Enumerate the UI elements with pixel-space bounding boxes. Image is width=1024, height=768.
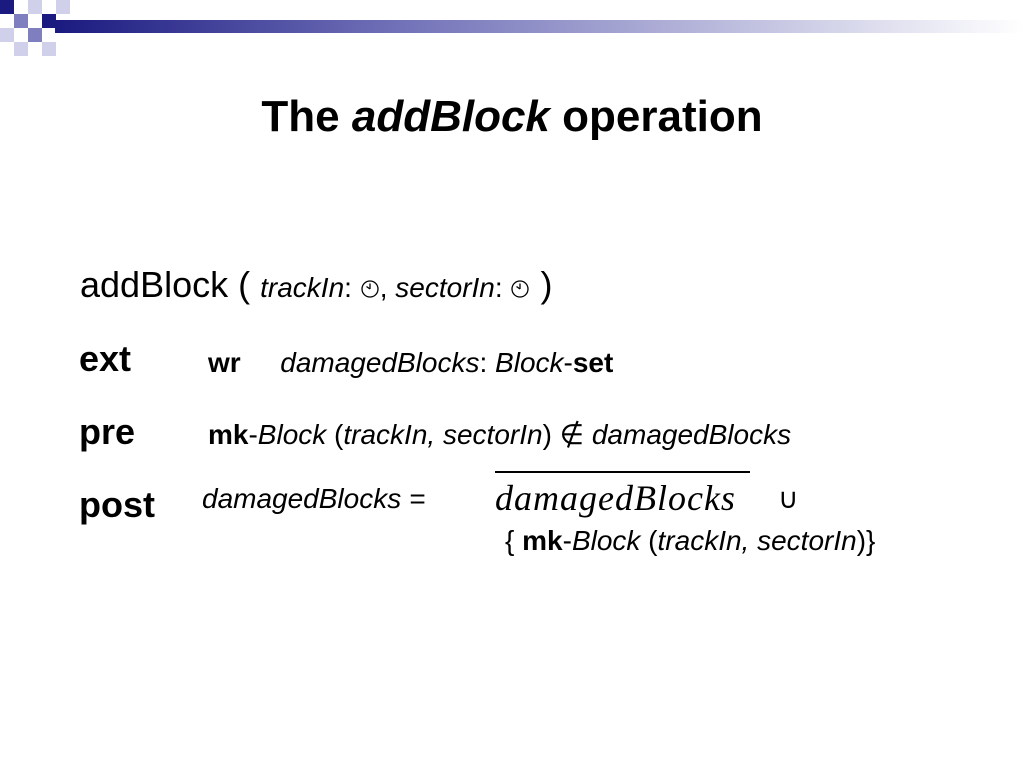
ext-dash: - — [563, 347, 573, 378]
pre-dash: - — [248, 419, 258, 450]
ext-type-suffix: set — [572, 347, 614, 378]
post-mk: mk — [522, 525, 563, 556]
union-symbol: ∪ — [778, 483, 799, 514]
post-lhs-text: damagedBlocks = — [202, 483, 426, 514]
ext-mode: wr — [208, 347, 241, 378]
post-keyword: post — [79, 484, 155, 525]
signature-separator: , — [379, 272, 396, 303]
not-member-symbol: ∉ — [551, 419, 592, 450]
post-open-paren: ( — [640, 525, 658, 556]
post-open-brace: { — [505, 525, 523, 556]
title-prefix: The — [261, 92, 352, 141]
post-rhs-set: { mk-Block (trackIn, sectorIn)} — [505, 525, 875, 557]
post-args: trackIn, sectorIn — [657, 525, 857, 556]
pre-constructor: Block — [257, 419, 327, 450]
pre-close-paren: ) — [542, 419, 552, 450]
ext-colon: : — [479, 347, 496, 378]
pre-keyword: pre — [79, 411, 136, 452]
ext-variable: damagedBlocks — [280, 347, 480, 378]
post-dash: - — [562, 525, 572, 556]
signature-colon: : — [494, 272, 511, 303]
title-suffix: operation — [549, 92, 763, 141]
header-decoration — [0, 0, 1024, 56]
post-close: )} — [856, 525, 876, 556]
signature-param-trackin: trackIn — [260, 272, 345, 303]
operation-signature: addBlock ( trackIn: , sectorIn: ) — [80, 264, 552, 306]
signature-colon: : — [344, 272, 360, 303]
pre-mk: mk — [208, 419, 249, 450]
ext-keyword: ext — [79, 338, 132, 379]
ext-type: Block — [495, 347, 564, 378]
ext-clause: wr damagedBlocks: Block-set — [208, 347, 613, 379]
pre-clause: mk-Block (trackIn, sectorIn) ∉ damagedBl… — [208, 418, 791, 451]
slide-title: The addBlock operation — [0, 92, 1024, 142]
post-lhs: damagedBlocks = — [202, 483, 425, 515]
pre-target: damagedBlocks — [591, 419, 792, 450]
old-state-overline — [495, 471, 750, 473]
signature-param-sectorin: sectorIn — [395, 272, 495, 303]
post-constructor: Block — [571, 525, 641, 556]
clock-icon — [361, 280, 379, 298]
pre-args: trackIn, sectorIn — [343, 419, 543, 450]
clock-icon — [511, 280, 530, 298]
title-operation-name: addBlock — [351, 92, 550, 141]
signature-name: addBlock ( — [80, 264, 251, 305]
signature-close: ) — [530, 264, 553, 305]
post-old-state: damagedBlocks — [495, 478, 736, 518]
pre-open-paren: ( — [326, 419, 344, 450]
